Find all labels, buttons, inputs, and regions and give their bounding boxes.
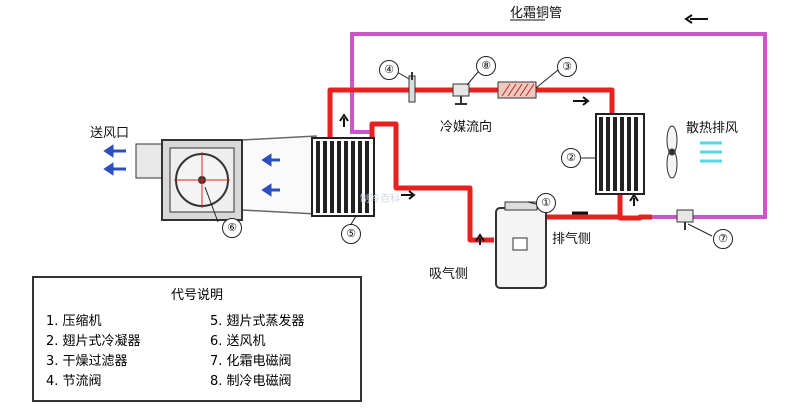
legend-item-2: 2. 翅片式冷凝器: [46, 334, 141, 349]
heat-exhaust-label: 散热排风: [686, 121, 739, 136]
discharge-side-label: 排气侧: [552, 232, 592, 247]
refrigerant-line: [327, 87, 652, 243]
marker-8: ⑧: [476, 56, 496, 76]
condenser-coil: [595, 113, 645, 195]
drier-filter: [497, 81, 537, 99]
refrigeration-solenoid-valve: [452, 83, 470, 105]
supply-air-arrows: [103, 144, 126, 176]
legend-title: 代号说明: [170, 288, 223, 303]
suction-side-label: 吸气侧: [429, 267, 469, 282]
marker-1: ①: [536, 193, 556, 213]
legend-item-8: 8. 制冷电磁阀: [210, 374, 292, 389]
legend-item-6: 6. 送风机: [210, 334, 266, 349]
marker-2: ②: [561, 148, 581, 168]
legend-item-4: 4. 节流阀: [46, 374, 102, 389]
compressor: [495, 201, 547, 289]
supply-fan-unit: [135, 139, 243, 221]
legend-item-7: 7. 化霜电磁阀: [210, 354, 292, 369]
heat-exhaust-arrows: [700, 141, 722, 163]
throttle-valve: [408, 72, 416, 103]
evaporator-airflow-arrows: [261, 153, 280, 197]
legend-item-5: 5. 翅片式蒸发器: [210, 314, 305, 329]
flow-arrow: [475, 233, 485, 245]
flow-arrow: [401, 190, 416, 200]
legend-item-1: 1. 压缩机: [46, 314, 102, 329]
marker-4: ④: [379, 60, 399, 80]
evaporator-coil: [311, 137, 375, 217]
supply-air-label: 送风口: [90, 126, 130, 141]
marker-6: ⑥: [222, 218, 242, 238]
marker-7: ⑦: [713, 229, 733, 249]
flow-arrow: [573, 96, 590, 106]
watermark: 制冷百科: [360, 194, 400, 205]
defrost-solenoid-valve: [676, 209, 694, 230]
legend-box: 代号说明 1. 压缩机 2. 翅片式冷凝器 3. 干燥过滤器 4. 节流阀 5.…: [32, 276, 362, 402]
flow-arrow: [339, 113, 349, 127]
flow-arrow: [629, 193, 639, 206]
legend-item-3: 3. 干燥过滤器: [46, 354, 128, 369]
defrost-direction-arrow: [684, 14, 708, 24]
marker-5: ⑤: [341, 224, 361, 244]
defrost-pipe-label: 化霜铜管: [510, 6, 563, 21]
condenser-fan-icon: [666, 125, 678, 179]
refrigerant-flow-label: 冷媒流向: [440, 120, 493, 135]
marker-3: ③: [557, 57, 577, 77]
defrost-pipe-loop: [350, 32, 767, 219]
evaporator-duct: [241, 135, 317, 215]
